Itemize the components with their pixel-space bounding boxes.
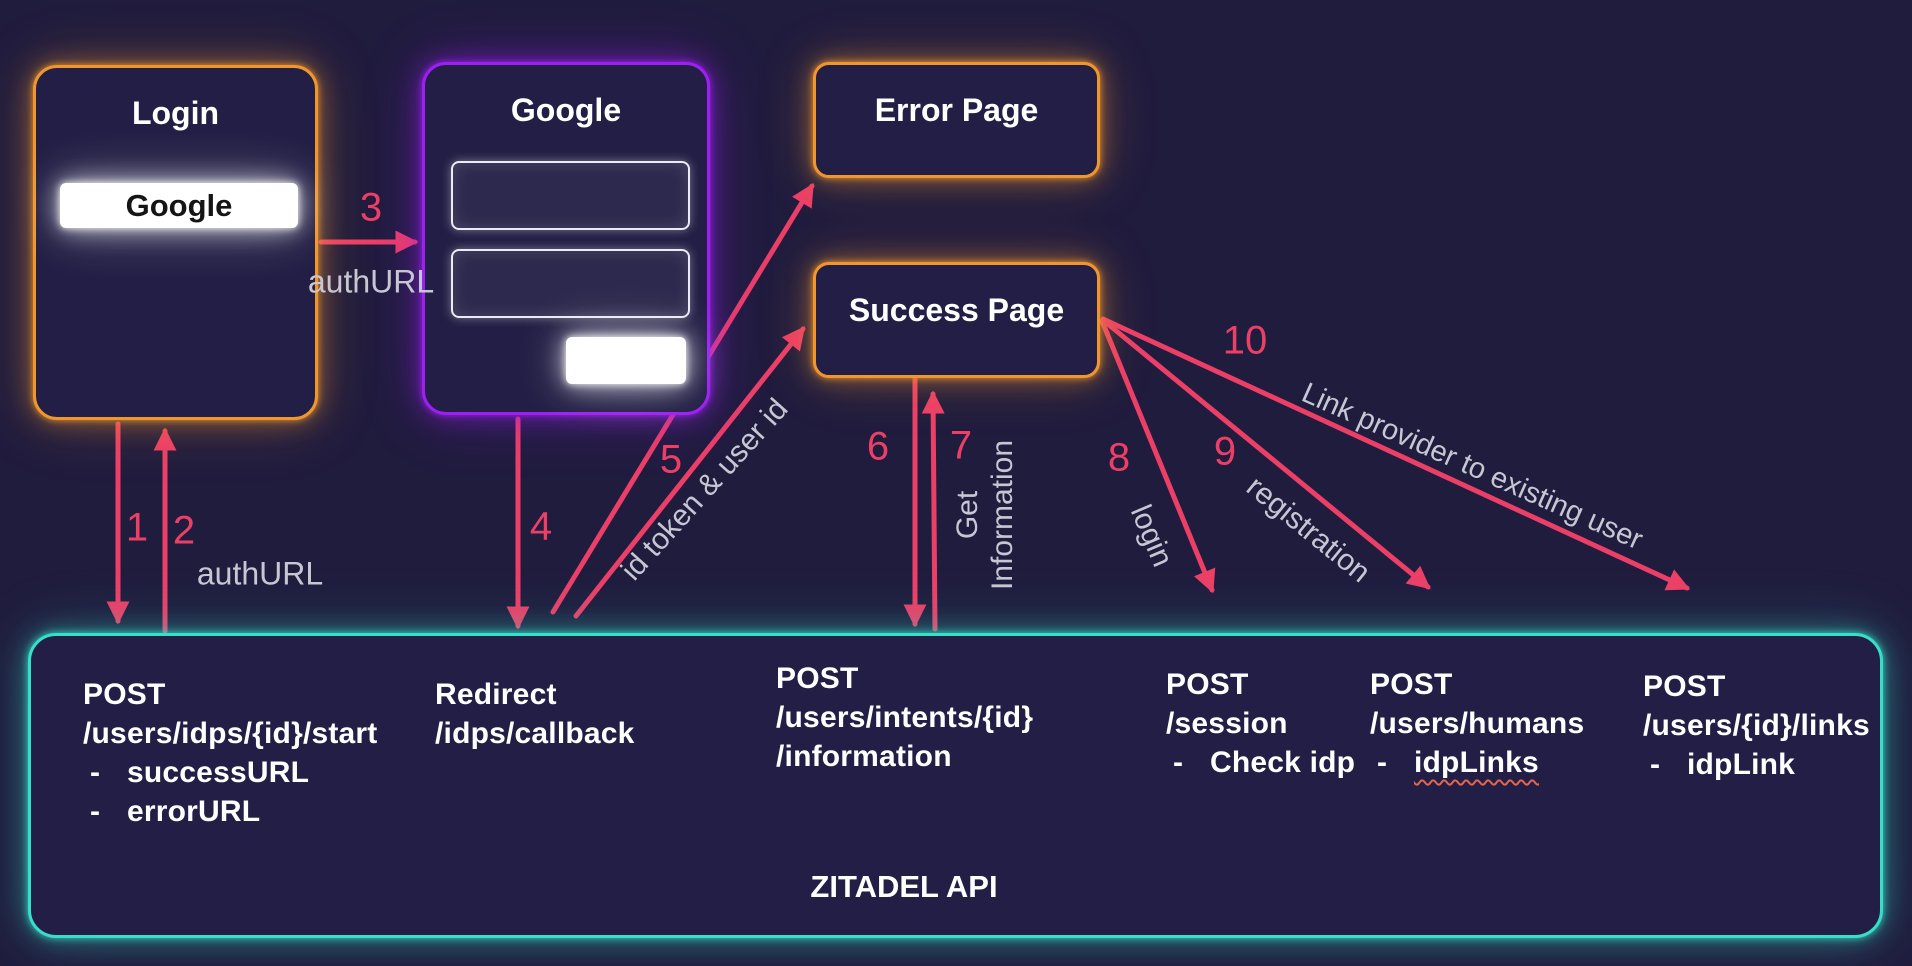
endpoint-method: Redirect — [435, 678, 557, 711]
registration-label: registration — [1240, 470, 1377, 590]
endpoint-path: /session — [1166, 707, 1288, 740]
step-4-label: 4 — [529, 504, 553, 549]
endpoint-param: -errorURL — [90, 795, 261, 828]
login-title: Login — [131, 95, 220, 131]
api-endpoint-6: POST/users/{id}/links -idpLink — [1643, 667, 1870, 784]
endpoint-path: /idps/callback — [435, 717, 635, 750]
error-page-title: Error Page — [874, 92, 1039, 128]
api-endpoint-2: Redirect/idps/callback — [435, 675, 635, 753]
api-endpoint-4: POST/session -Check idp — [1166, 665, 1355, 782]
endpoint-method: POST — [1166, 668, 1249, 701]
endpoint-param: -idpLinks — [1377, 746, 1539, 779]
success-page-title: Success Page — [848, 292, 1065, 328]
step-1-label: 1 — [125, 505, 149, 550]
api-endpoint-5: POST/users/humans -idpLinks — [1370, 665, 1584, 782]
step-8-label: 8 — [1107, 435, 1131, 480]
step-7-label: 7 — [949, 423, 973, 468]
endpoint-method: POST — [83, 678, 166, 711]
username-input[interactable] — [451, 161, 690, 230]
endpoint-method: POST — [1643, 670, 1726, 703]
step-2-label: 2 — [172, 508, 196, 553]
api-title: ZITADEL API — [810, 869, 998, 904]
google-login-button[interactable]: Google — [60, 183, 298, 228]
google-title: Google — [510, 92, 622, 128]
zitadel-api-box: POST/users/idps/{id}/start -successURL -er… — [28, 633, 1883, 938]
password-input[interactable] — [451, 249, 690, 318]
endpoint-param: -Check idp — [1173, 746, 1356, 779]
login-label: login — [1123, 500, 1180, 572]
step-3-label: 3 — [359, 185, 383, 230]
endpoint-path: /users/humans — [1370, 707, 1585, 740]
endpoint-path: /users/idps/{id}/start — [83, 717, 378, 750]
step-10-label: 10 — [1222, 318, 1268, 363]
submit-button[interactable] — [566, 337, 686, 384]
error-page-box: Error Page — [813, 62, 1100, 178]
get-information-label: Get Information — [951, 439, 1019, 591]
api-endpoint-1: POST/users/idps/{id}/start -successURL -er… — [83, 675, 378, 831]
step-5-label: 5 — [659, 437, 683, 482]
endpoint-method: POST — [1370, 668, 1453, 701]
google-window: Google — [422, 62, 710, 415]
id-token-user-id-label: id token & user id — [614, 392, 795, 587]
success-page-box: Success Page — [813, 262, 1100, 378]
endpoint-method: POST — [776, 662, 859, 695]
authurl-label-step-3: authURL — [307, 263, 435, 300]
link-provider-label: Link provider to existing user — [1297, 376, 1648, 557]
step-9-label: 9 — [1213, 429, 1237, 474]
endpoint-param: -idpLink — [1650, 748, 1796, 781]
step-6-label: 6 — [866, 424, 890, 469]
endpoint-path: /users/intents/{id} — [776, 701, 1034, 734]
login-window: Login Google — [33, 65, 318, 420]
endpoint-path: /users/{id}/links — [1643, 709, 1870, 742]
api-endpoint-3: POST/users/intents/{id} /information — [776, 659, 1033, 776]
endpoint-path: /information — [776, 740, 952, 773]
authurl-label-steps-1-2: authURL — [196, 555, 324, 592]
endpoint-param: -successURL — [90, 756, 310, 789]
